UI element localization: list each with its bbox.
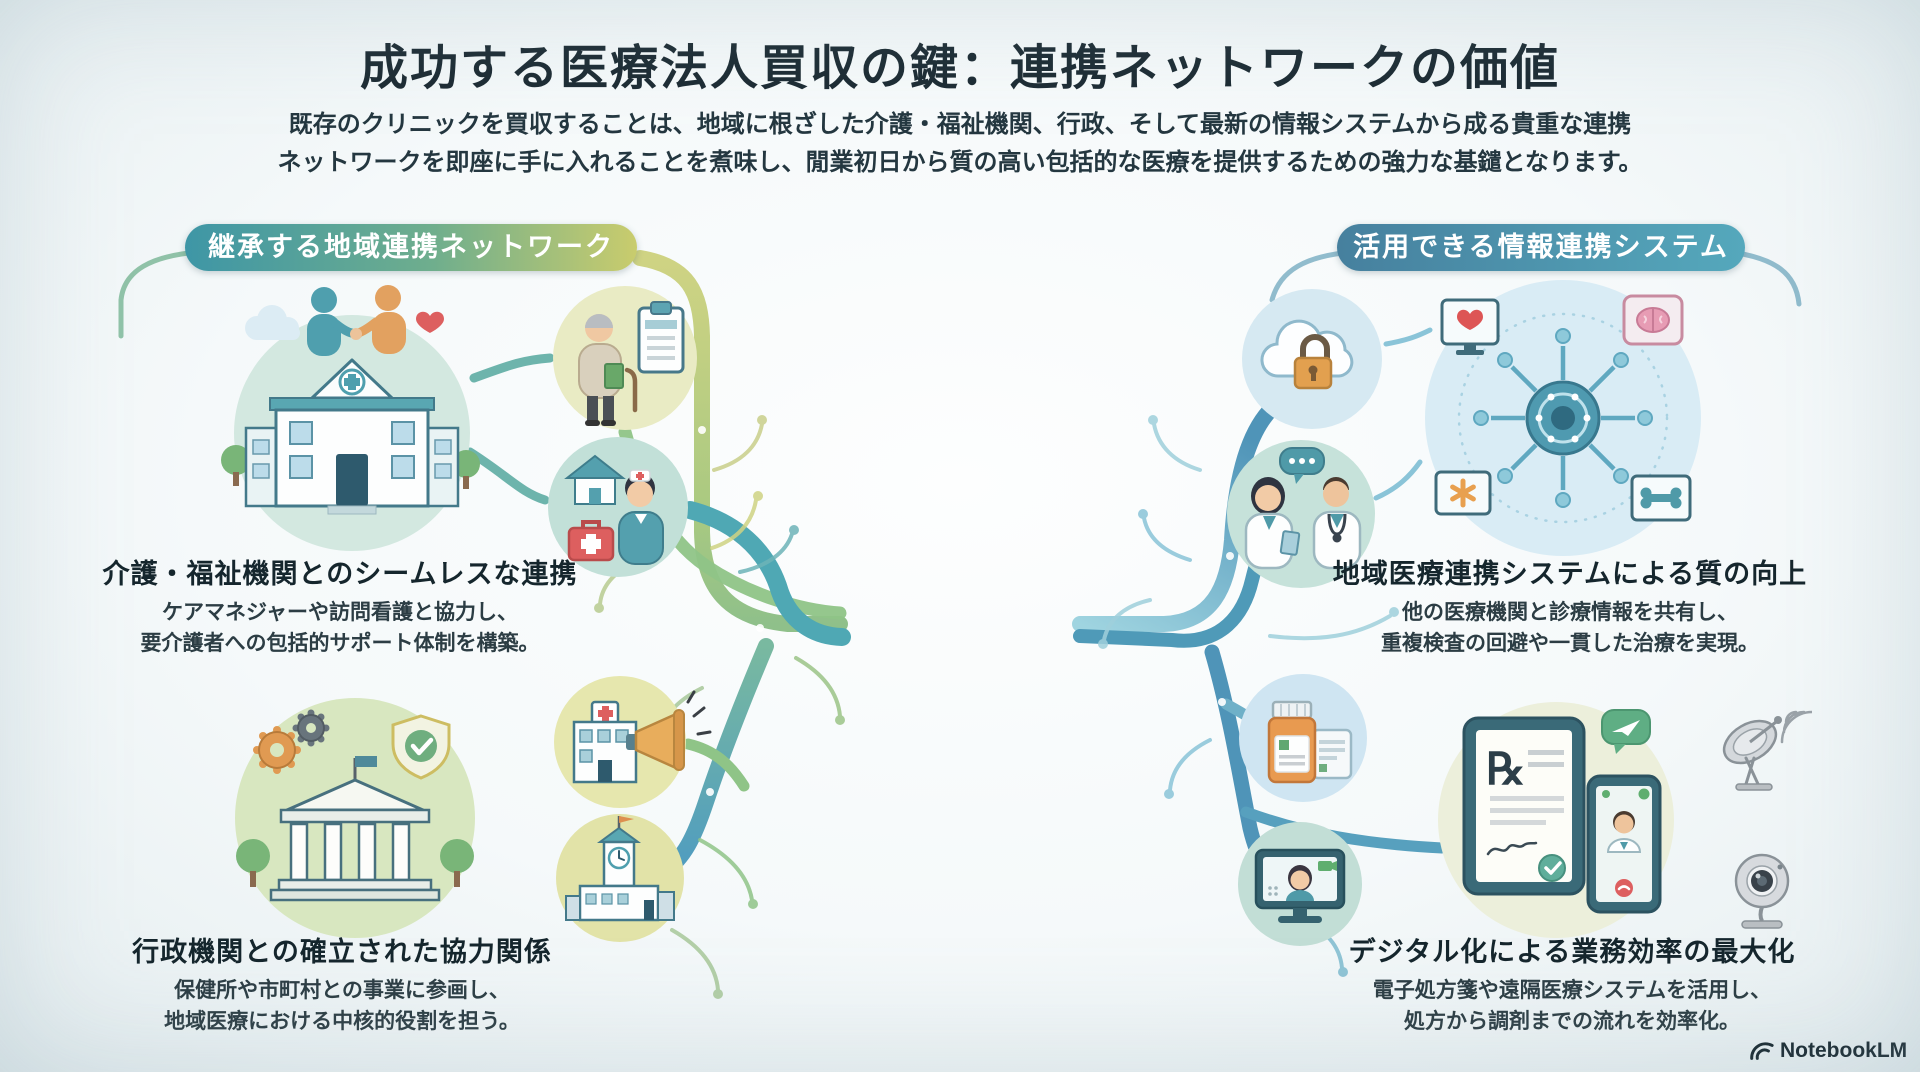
cloud-icon — [245, 305, 300, 340]
left-item1-body: ケアマネジャーや訪問看護と協力し、 要介護者への包括的サポート体制を構築。 — [20, 597, 660, 659]
subtitle-line1: 既存のクリニックを買収することは、地域に根ざした介護・福祉機関、行政、そして最新… — [288, 111, 1632, 138]
cloud-lock-illustration — [1237, 284, 1387, 439]
network-hub-illustration — [1408, 268, 1718, 573]
left-item1-body-line2: 要介護者への包括的サポート体制を構築。 — [140, 632, 540, 655]
notebooklm-brand: NotebookLM — [1748, 1038, 1907, 1064]
right-item1-text: 地域医療連携システムによる質の向上 他の医療機関と診療情報を共有し、 重複検査の… — [1250, 552, 1890, 659]
subtitle: 既存のクリニックを買収することは、地域に根ざした介護・福祉機関、行政、そして最新… — [0, 106, 1920, 182]
notebooklm-brand-label: NotebookLM — [1780, 1039, 1908, 1062]
rx-tablet-icon: ℞ — [1462, 716, 1586, 896]
left-item2-body: 保健所や市町村との事業に参画し、 地域医療における中核的役割を担う。 — [22, 975, 662, 1037]
cloud-lock-icon — [1260, 319, 1354, 390]
clinic-building-icon — [221, 358, 480, 515]
rx-symbol: ℞ — [1486, 744, 1525, 795]
left-item1-text: 介護・福祉機関とのシームレスな連携 ケアマネジャーや訪問看護と協力し、 要介護者… — [20, 552, 660, 659]
subtitle-line2: ネットワークを即座に手に入れることを煮味し、閒業初日から質の高い包括的な医療を提… — [277, 149, 1643, 176]
webcam-illustration — [1722, 845, 1802, 945]
rx-tablet-illustration: ℞ — [1406, 692, 1706, 957]
town-hall-illustration — [550, 808, 690, 953]
right-item2-body-line2: 処方から調剤までの流れを効率化。 — [1404, 1010, 1740, 1033]
left-item2-body-line2: 地域医療における中核的役割を担う。 — [164, 1010, 520, 1033]
video-call-phone-icon — [1586, 774, 1662, 914]
elderly-care-icon — [578, 314, 638, 426]
medicine-bottle-icon — [1267, 700, 1317, 784]
send-bubble-icon — [1601, 709, 1651, 754]
network-hub-icon — [1491, 346, 1635, 490]
doctors-consult-icon — [1244, 477, 1362, 570]
right-item1-body-line2: 重複検査の回避や一貫した治療を実現。 — [1381, 632, 1759, 655]
heart-icon — [416, 311, 444, 333]
right-item2-body-line1: 電子処方箋や遠隔医療システムを活用し、 — [1372, 979, 1772, 1002]
page-title: 成功する医療法人買収の鍵：連携ネットワークの価値 — [359, 42, 1560, 95]
left-item2-text: 行政機関との確立された協力関係 保健所や市町村との事業に参画し、 地域医療におけ… — [22, 930, 662, 1037]
circuit-tendrils-right — [1098, 415, 1399, 977]
right-item1-body-line1: 他の医療機関と診療情報を共有し、 — [1402, 601, 1738, 624]
elderly-care-illustration — [545, 278, 705, 443]
government-illustration — [225, 688, 485, 953]
right-system-badge: 活用できる情報連携システム — [1337, 224, 1745, 271]
shield-check-icon — [391, 714, 451, 780]
left-item2-heading: 行政機関との確立された協力関係 — [132, 937, 552, 967]
left-item1-body-line1: ケアマネジャーや訪問看護と協力し、 — [162, 601, 518, 624]
right-item1-heading: 地域医療連携システムによる質の向上 — [1332, 559, 1808, 589]
notebooklm-logo-icon — [1750, 1042, 1774, 1060]
bone-scan-icon — [1630, 474, 1692, 522]
telemedicine-illustration — [1230, 814, 1370, 959]
checklist-icon — [637, 301, 685, 374]
doctors-consult-illustration — [1216, 432, 1386, 597]
medical-star-icon — [1434, 470, 1492, 516]
prescription-card-icon — [1311, 728, 1353, 780]
speech-bubble-icon — [1279, 447, 1325, 484]
satellite-dish-icon — [1722, 710, 1814, 791]
hospital-announcement-icon — [572, 700, 638, 784]
left-item2-body-line1: 保健所や市町村との事業に参画し、 — [174, 979, 510, 1002]
right-item1-body: 他の医療機関と診療情報を共有し、 重複検査の回避や一貫した治療を実現。 — [1250, 597, 1890, 659]
handshake-icon — [307, 285, 406, 356]
town-hall-icon — [565, 816, 675, 922]
nurse-illustration — [543, 432, 693, 587]
webcam-icon — [1734, 853, 1790, 929]
government-building-icon — [236, 756, 474, 902]
megaphone-icon — [626, 690, 712, 771]
left-network-badge: 継承する地域連携ネットワーク — [185, 224, 637, 271]
clinic-illustration — [212, 258, 497, 578]
first-aid-kit-icon — [567, 520, 615, 562]
hospital-announcement-illustration — [548, 668, 728, 823]
right-item2-body: 電子処方箋や遠隔医療システムを活用し、 処方から調剤までの流れを効率化。 — [1252, 975, 1892, 1037]
gears-icon — [253, 709, 330, 774]
right-item2-text: デジタル化による業務効率の最大化 電子処方箋や遠隔医療システムを活用し、 処方か… — [1252, 930, 1892, 1037]
brain-scan-icon — [1622, 294, 1684, 346]
nurse-icon — [618, 469, 664, 565]
house-icon — [564, 454, 626, 505]
satellite-illustration — [1702, 696, 1814, 801]
right-item2-heading: デジタル化による業務効率の最大化 — [1348, 937, 1796, 967]
heart-monitor-icon — [1440, 298, 1500, 355]
medicine-illustration — [1233, 668, 1373, 813]
telemedicine-monitor-icon — [1254, 848, 1346, 923]
left-item1-heading: 介護・福祉機関とのシームレスな連携 — [102, 559, 578, 589]
